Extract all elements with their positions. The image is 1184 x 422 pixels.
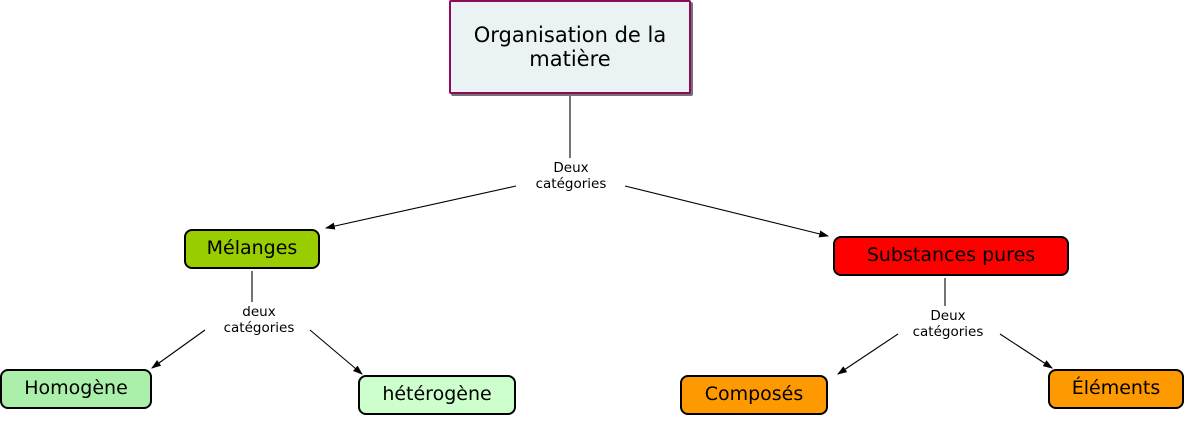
node-composes[interactable]: Composés [680,375,828,415]
connector-split-to-elements [999,333,1053,369]
edge-label-substances-split: Deux catégories [912,308,984,341]
connector-split-to-substances [624,185,830,238]
node-melanges[interactable]: Mélanges [184,229,320,269]
connector-split-to-composes [837,333,899,375]
node-homogene[interactable]: Homogène [0,369,152,409]
connector-split-to-homogene [151,329,206,369]
node-heterogene[interactable]: hétérogène [358,375,516,415]
node-elements[interactable]: Éléments [1048,369,1184,409]
node-substances-pures[interactable]: Substances pures [833,236,1069,276]
connector-split-to-heterogene [309,329,363,375]
connector-split-to-melanges [324,185,517,230]
edge-label-melanges-split: deux catégories [223,304,295,337]
edge-label-root-split: Deux catégories [535,160,607,193]
node-organisation-de-la-matiere[interactable]: Organisation de la matière [449,0,691,94]
